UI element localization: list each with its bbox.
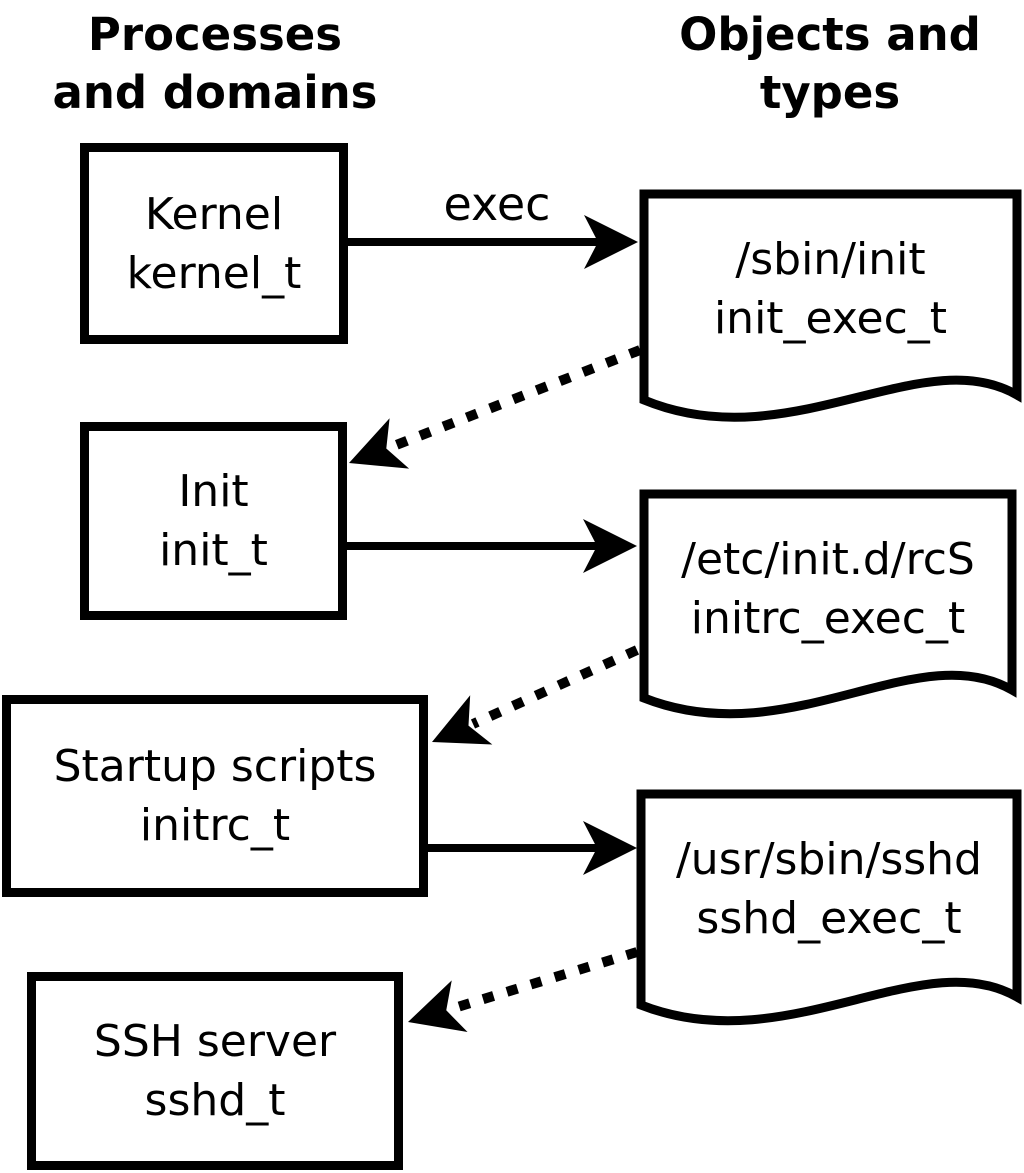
- process-name: SSH server: [93, 1016, 337, 1067]
- object-label-sbin-init: /sbin/init init_exec_t: [644, 194, 1017, 384]
- arrowhead-icon: [408, 980, 468, 1033]
- object-type: init_exec_t: [713, 293, 948, 344]
- exec-arrow-init-to-rcs: [347, 519, 637, 573]
- process-box-ssh-server: SSH server sshd_t: [27, 972, 403, 1170]
- object-type: initrc_exec_t: [690, 593, 966, 644]
- transition-arrow-to-sshd: [408, 947, 639, 1033]
- document-shape-sbin-init: [639, 189, 1022, 422]
- transition-arrow-to-initrc: [432, 645, 640, 745]
- exec-arrow-kernel-to-init: [348, 215, 638, 269]
- process-domain-type: sshd_t: [144, 1075, 286, 1126]
- process-name: Kernel: [144, 188, 284, 240]
- process-name: Init: [178, 466, 249, 517]
- exec-arrow-initrc-to-sshd: [428, 821, 637, 875]
- transition-arrow-to-init: [349, 345, 642, 469]
- arrowhead-icon: [583, 821, 637, 875]
- exec-arrow-label: exec: [443, 177, 551, 231]
- process-domain-type: init_t: [159, 525, 268, 576]
- process-domain-type: kernel_t: [126, 247, 302, 299]
- object-type: sshd_exec_t: [696, 893, 962, 944]
- process-box-startup-scripts: Startup scripts initrc_t: [2, 695, 428, 897]
- object-path: /etc/init.d/rcS: [681, 534, 975, 585]
- object-path: /usr/sbin/sshd: [675, 834, 982, 885]
- process-box-init: Init init_t: [80, 422, 347, 620]
- arrowhead-icon: [583, 519, 637, 573]
- object-label-etc-initd-rcs: /etc/init.d/rcS initrc_exec_t: [644, 494, 1012, 684]
- process-domain-type: initrc_t: [139, 800, 291, 851]
- process-box-kernel: Kernel kernel_t: [80, 143, 348, 344]
- process-name: Startup scripts: [53, 741, 377, 792]
- arrowhead-icon: [584, 215, 638, 269]
- column-header-processes: Processes and domains: [52, 8, 378, 119]
- arrowhead-icon: [432, 695, 493, 745]
- arrowhead-icon: [349, 418, 410, 469]
- document-shape-usr-sbin-sshd: [636, 789, 1022, 1026]
- column-header-objects: Objects and types: [679, 8, 981, 119]
- object-label-usr-sbin-sshd: /usr/sbin/sshd sshd_exec_t: [641, 794, 1017, 984]
- document-shape-etc-initd-rcs: [639, 489, 1017, 719]
- object-path: /sbin/init: [735, 234, 926, 285]
